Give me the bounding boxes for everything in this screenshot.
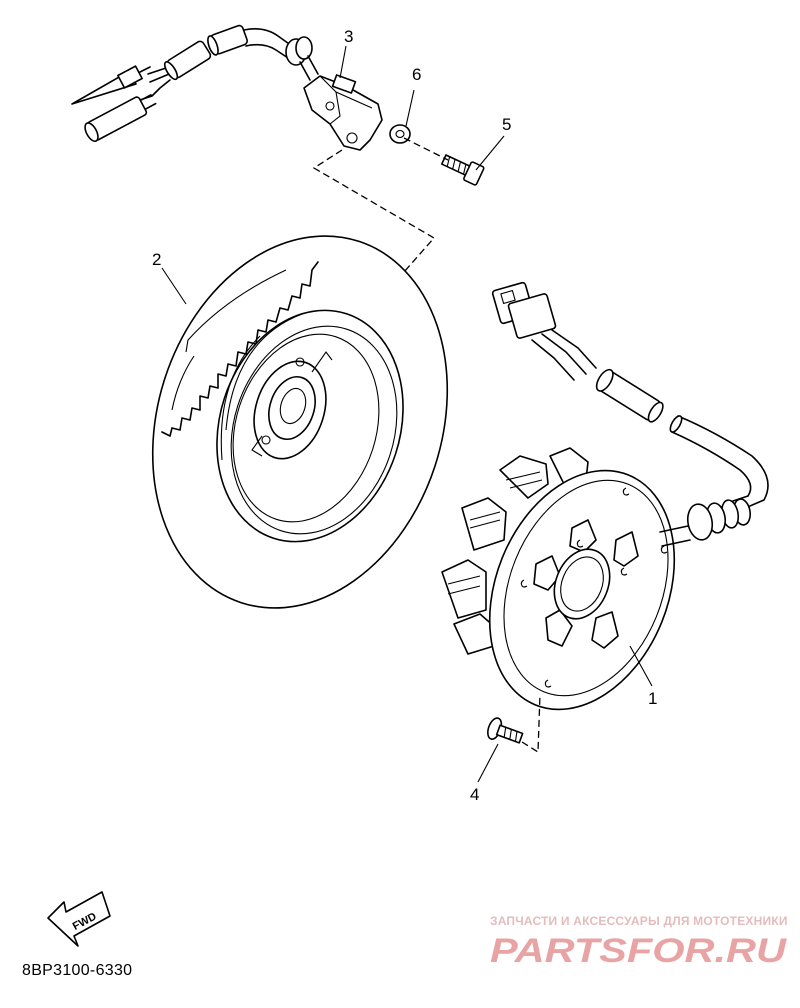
callout-3: 3 <box>344 27 353 46</box>
assembly-line-screw <box>521 693 541 754</box>
washer-part <box>389 89 415 144</box>
watermark-logo-text: PARTSFOR.RU <box>490 932 788 970</box>
callout-2: 2 <box>152 250 161 269</box>
assembly-line-bolt <box>403 137 449 161</box>
bolt-part <box>440 135 505 186</box>
watermark-logo: PARTSFOR.RU <box>490 932 788 970</box>
rotor-flywheel <box>151 235 449 609</box>
callout-5: 5 <box>502 115 511 134</box>
assembly-line-coil <box>312 149 436 307</box>
screw-part <box>477 717 524 783</box>
callout-1: 1 <box>648 689 657 708</box>
callout-4: 4 <box>470 785 479 804</box>
drawing-code: 8BP3100-6330 <box>22 962 133 979</box>
stator-wire-harness <box>491 281 769 547</box>
stator-assembly <box>441 447 676 711</box>
fwd-arrow-icon: FWD <box>47 891 111 947</box>
callout-6: 6 <box>412 65 421 84</box>
pickup-coil-wire-assembly <box>71 24 383 151</box>
watermark-caption: ЗАПЧАСТИ И АКСЕССУАРЫ ДЛЯ МОТОТЕХНИКИ <box>490 914 788 928</box>
